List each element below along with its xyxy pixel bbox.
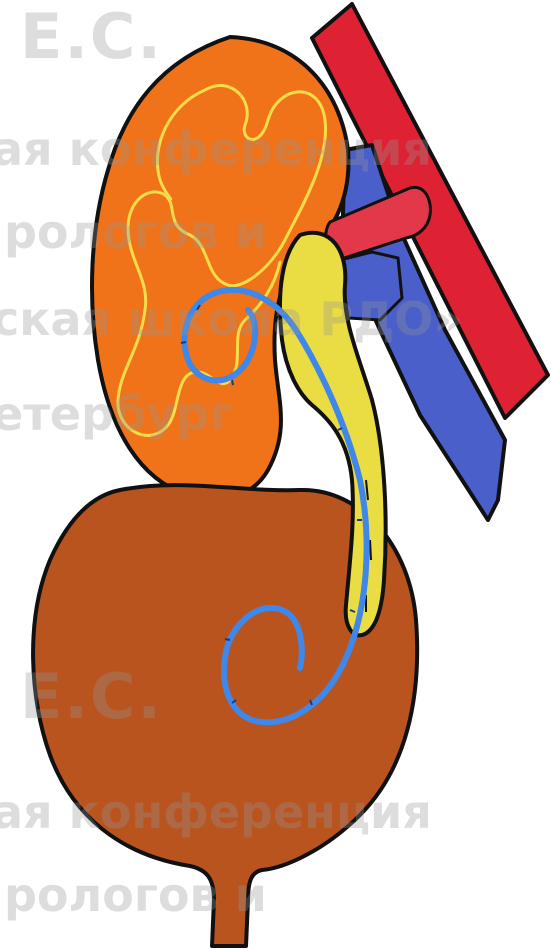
illustration-canvas [0,0,551,950]
